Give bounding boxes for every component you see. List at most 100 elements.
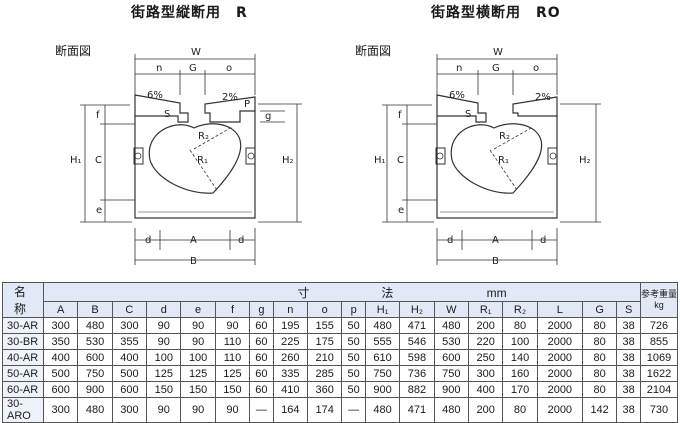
table-cell: 530	[433, 333, 469, 350]
table-cell: 2000	[536, 349, 583, 366]
table-cell: 38	[616, 317, 641, 334]
column-header: L	[536, 301, 583, 318]
table-cell: 38	[616, 349, 641, 366]
table-cell: 110	[214, 333, 251, 350]
table-cell: 160	[502, 365, 538, 382]
label-h2: H₂	[282, 155, 294, 166]
row-name: 50-AR	[2, 365, 44, 382]
table-cell: 480	[364, 397, 401, 423]
label-r2: R₂	[198, 131, 209, 142]
table-cell: 150	[146, 381, 182, 398]
table-cell: 155	[307, 317, 343, 334]
table-cell: 110	[214, 349, 251, 366]
label-g-small: g	[265, 111, 271, 122]
label-f: f	[96, 110, 100, 121]
table-cell: 480	[433, 397, 469, 423]
label-r1: R₁	[197, 155, 208, 166]
dimension-header-label: 寸 法	[297, 285, 394, 300]
table-cell: 100	[502, 333, 538, 350]
table-cell: 38	[616, 397, 641, 423]
column-header: R₂	[502, 301, 538, 318]
column-header: H₁	[364, 301, 401, 318]
table-cell: 285	[307, 365, 343, 382]
table-cell: —	[249, 397, 274, 423]
table-cell: 480	[77, 397, 113, 423]
label-d-right: d	[540, 235, 546, 246]
table-cell: 355	[111, 333, 148, 350]
label-f: f	[398, 110, 402, 121]
table-cell: 90	[214, 397, 251, 423]
table-cell: 410	[272, 381, 309, 398]
table-cell: 250	[467, 349, 504, 366]
table-cell: 360	[307, 381, 343, 398]
table-cell: —	[341, 397, 366, 423]
table-cell: 90	[214, 317, 251, 334]
table-cell: 400	[42, 349, 79, 366]
table-cell: 38	[616, 365, 641, 382]
name-header: 名 称	[2, 282, 44, 318]
weight-cell: 855	[640, 333, 678, 350]
label-b: B	[492, 256, 499, 267]
drawing-r-labels: W n G o 6% 2% S P g f C e H₁ H₂ R₂ R₁ d …	[70, 47, 294, 267]
table-cell: 2000	[536, 333, 583, 350]
column-header: B	[77, 301, 113, 318]
table-cell: 300	[111, 317, 148, 334]
label-slope-2: 2%	[535, 92, 551, 103]
table-cell: 600	[42, 381, 79, 398]
weight-cell: 726	[640, 317, 678, 334]
table-cell: 400	[111, 349, 148, 366]
weight-cell: 1622	[640, 365, 678, 382]
column-header: A	[42, 301, 79, 318]
table-cell: 471	[399, 317, 435, 334]
column-header: H₂	[399, 301, 435, 318]
label-a: A	[492, 235, 499, 246]
table-cell: 200	[467, 317, 504, 334]
label-r1: R₁	[498, 155, 509, 166]
table-cell: 480	[364, 317, 401, 334]
table-cell: 610	[364, 349, 401, 366]
table-cell: 350	[42, 333, 79, 350]
table-cell: 80	[581, 365, 618, 382]
table-cell: 750	[433, 365, 469, 382]
label-w: W	[191, 47, 201, 58]
cross-section-drawings: W n G o 6% 2% S P g f C e H₁ H₂ R₂ R₁ d …	[70, 47, 601, 267]
table-cell: 600	[77, 349, 113, 366]
row-name: 30-ARO	[2, 397, 44, 423]
table-cell: 90	[180, 317, 216, 334]
weight-header: 参考重量 kg	[640, 282, 678, 318]
row-name: 40-AR	[2, 349, 44, 366]
table-cell: 175	[307, 333, 343, 350]
column-header: g	[249, 301, 274, 318]
table-cell: 125	[180, 365, 216, 382]
dimension-header: 寸 法 mm	[43, 281, 641, 303]
table-cell: 2000	[536, 397, 583, 423]
column-header: e	[180, 301, 216, 318]
label-e: e	[96, 205, 102, 216]
table-cell: 50	[341, 365, 366, 382]
table-cell: 195	[272, 317, 309, 334]
label-g: G	[189, 63, 197, 74]
column-header: f	[214, 301, 251, 318]
table-cell: 900	[433, 381, 469, 398]
column-header: G	[581, 301, 618, 318]
table-cell: 598	[399, 349, 435, 366]
table-cell: 2000	[536, 381, 583, 398]
table-cell: 50	[341, 317, 366, 334]
table-cell: 60	[249, 349, 274, 366]
column-header: o	[307, 301, 343, 318]
column-header: W	[433, 301, 469, 318]
table-cell: 530	[77, 333, 113, 350]
table-cell: 164	[272, 397, 309, 423]
column-header: n	[272, 301, 309, 318]
table-cell: 170	[502, 381, 538, 398]
weight-cell: 2104	[640, 381, 678, 398]
label-d-left: d	[145, 235, 151, 246]
table-cell: 750	[77, 365, 113, 382]
table-cell: 125	[146, 365, 182, 382]
label-w: W	[493, 47, 503, 58]
